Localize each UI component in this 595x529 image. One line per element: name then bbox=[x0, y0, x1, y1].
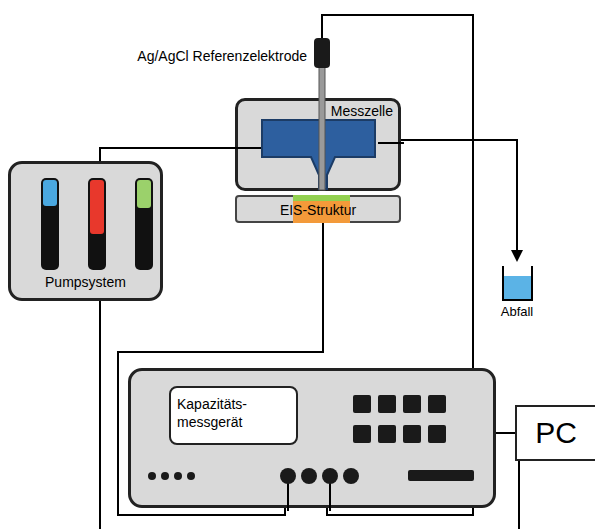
electrolyte-chamber bbox=[262, 120, 375, 189]
jack bbox=[343, 468, 359, 484]
button bbox=[378, 425, 396, 443]
measurement-cell: Messzelle bbox=[235, 98, 401, 191]
outlet-tube bbox=[378, 142, 404, 144]
waste-beaker bbox=[503, 266, 532, 300]
pc-cable bbox=[518, 461, 520, 529]
computer-box: PC bbox=[515, 405, 595, 461]
wire-connector bbox=[496, 432, 515, 434]
electrode-cap bbox=[314, 38, 330, 68]
pump-tube bbox=[41, 178, 59, 270]
capacitance-meter: Kapazitäts- messgerät bbox=[128, 368, 496, 508]
button bbox=[428, 425, 446, 443]
tube-fluid bbox=[43, 180, 57, 206]
reference-electrode: Ag/AgCl Referenzelektrode bbox=[313, 38, 331, 193]
sensor-layer bbox=[293, 195, 350, 201]
button bbox=[403, 395, 421, 413]
button bbox=[403, 425, 421, 443]
node-label: Kapazitäts- messgerät bbox=[169, 386, 298, 445]
button bbox=[378, 395, 396, 413]
pump-outlet-wire bbox=[99, 301, 101, 529]
wire-connector bbox=[100, 148, 235, 161]
jack bbox=[322, 468, 338, 484]
button bbox=[353, 425, 371, 443]
node-label: PC bbox=[535, 415, 577, 451]
node-label: Pumpsystem bbox=[11, 274, 160, 291]
pump-tube bbox=[135, 178, 153, 270]
indicator-dot bbox=[161, 472, 169, 480]
inlet-tube bbox=[235, 147, 265, 149]
button bbox=[428, 395, 446, 413]
electrode-rod bbox=[319, 64, 325, 190]
node-label: Ag/AgCl Referenzelektrode bbox=[137, 48, 307, 65]
tube-fluid bbox=[137, 180, 151, 208]
eis-structure: EIS-Struktur bbox=[235, 195, 401, 223]
waste-arrowhead bbox=[511, 250, 523, 262]
display-bar bbox=[408, 470, 474, 481]
waste-label: Abfall bbox=[501, 304, 534, 320]
waste-liquid bbox=[504, 276, 531, 300]
jack bbox=[280, 468, 296, 484]
waste-tube bbox=[401, 140, 517, 252]
indicator-dot bbox=[174, 472, 182, 480]
pump-tube bbox=[88, 178, 106, 270]
pump-system: Pumpsystem bbox=[8, 161, 163, 301]
tube-fluid bbox=[90, 180, 104, 234]
node-label: Messzelle bbox=[331, 103, 393, 120]
button bbox=[353, 395, 371, 413]
indicator-dot bbox=[187, 472, 195, 480]
node-label: EIS-Struktur bbox=[280, 202, 356, 219]
jack bbox=[301, 468, 317, 484]
node-graphic bbox=[313, 38, 331, 193]
indicator-dot bbox=[148, 472, 156, 480]
